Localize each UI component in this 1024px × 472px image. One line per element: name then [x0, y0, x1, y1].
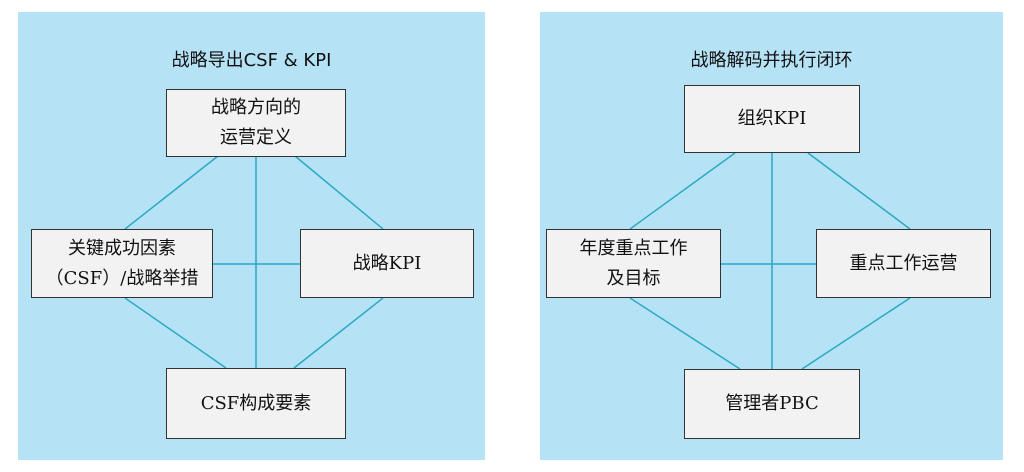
box-manager-pbc: 管理者PBC — [684, 369, 860, 439]
panel-title: 战略解码并执行闭环 — [690, 50, 853, 71]
left-connectors — [124, 155, 384, 369]
box-key-work-operation: 重点工作运营 — [816, 229, 991, 298]
box-csf-elements: CSF构成要素 — [166, 368, 346, 439]
connector-top-right — [807, 152, 911, 230]
box-annual-key-work: 年度重点工作 及目标 — [546, 229, 721, 298]
right-connectors — [629, 152, 911, 370]
connector-top-left — [629, 152, 736, 230]
connector-top-right — [294, 155, 384, 230]
box-strategy-direction: 战略方向的 运营定义 — [166, 89, 346, 157]
connector-bottom-left — [124, 297, 227, 369]
box-strategic-kpi: 战略KPI — [300, 229, 474, 298]
left-panel: 战略导出CSF & KPI 战略方向的 运营定义 关键成功因素 （CSF）/战略… — [18, 12, 485, 460]
box-org-kpi: 组织KPI — [684, 85, 860, 153]
connector-bottom-right — [293, 297, 384, 369]
connector-bottom-right — [801, 297, 911, 370]
panel-title: 战略导出CSF & KPI — [171, 50, 332, 71]
box-csf: 关键成功因素 （CSF）/战略举措 — [31, 229, 213, 298]
right-panel: 战略解码并执行闭环 组织KPI 年度重点工作 及目标 重点工作运营 管理者PBC — [540, 12, 1003, 460]
connector-top-left — [124, 155, 219, 230]
connector-bottom-left — [629, 297, 741, 370]
